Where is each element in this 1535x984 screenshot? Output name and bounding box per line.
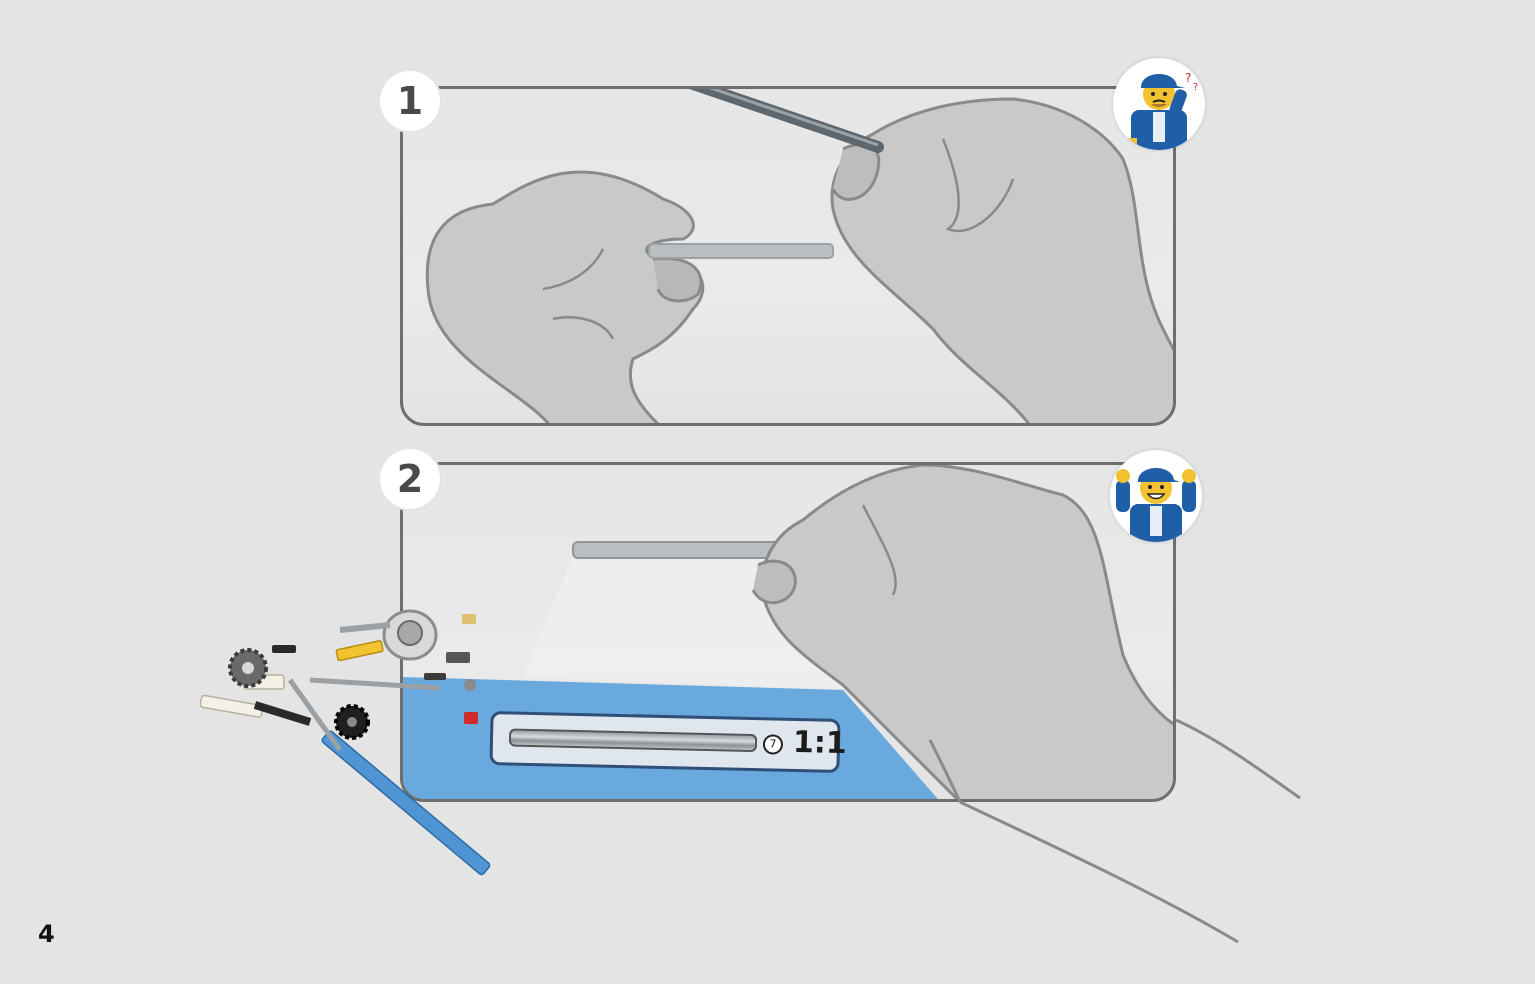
svg-text:?: ?: [1185, 71, 1191, 85]
scale-callout: 7 1:1: [489, 711, 847, 773]
hands-holding-rods-illustration: [425, 89, 1173, 423]
step-number-2: 2: [380, 449, 440, 509]
page-number: 4: [38, 920, 55, 948]
step-1-panel: [400, 86, 1176, 426]
confused-minifigure-icon: ? ?: [1113, 58, 1205, 150]
hand: [760, 465, 1173, 799]
rod-short: [648, 243, 834, 259]
step-number-1: 1: [380, 71, 440, 131]
happy-minifigure-icon: [1110, 450, 1202, 542]
scale-rod-icon: [508, 728, 758, 753]
right-hand: [830, 97, 1173, 423]
left-hand: [425, 170, 705, 423]
rod-long: [689, 89, 884, 153]
scale-ratio: 1:1: [792, 724, 848, 762]
svg-text:?: ?: [1193, 82, 1198, 93]
part-length-badge: 7: [762, 734, 784, 755]
